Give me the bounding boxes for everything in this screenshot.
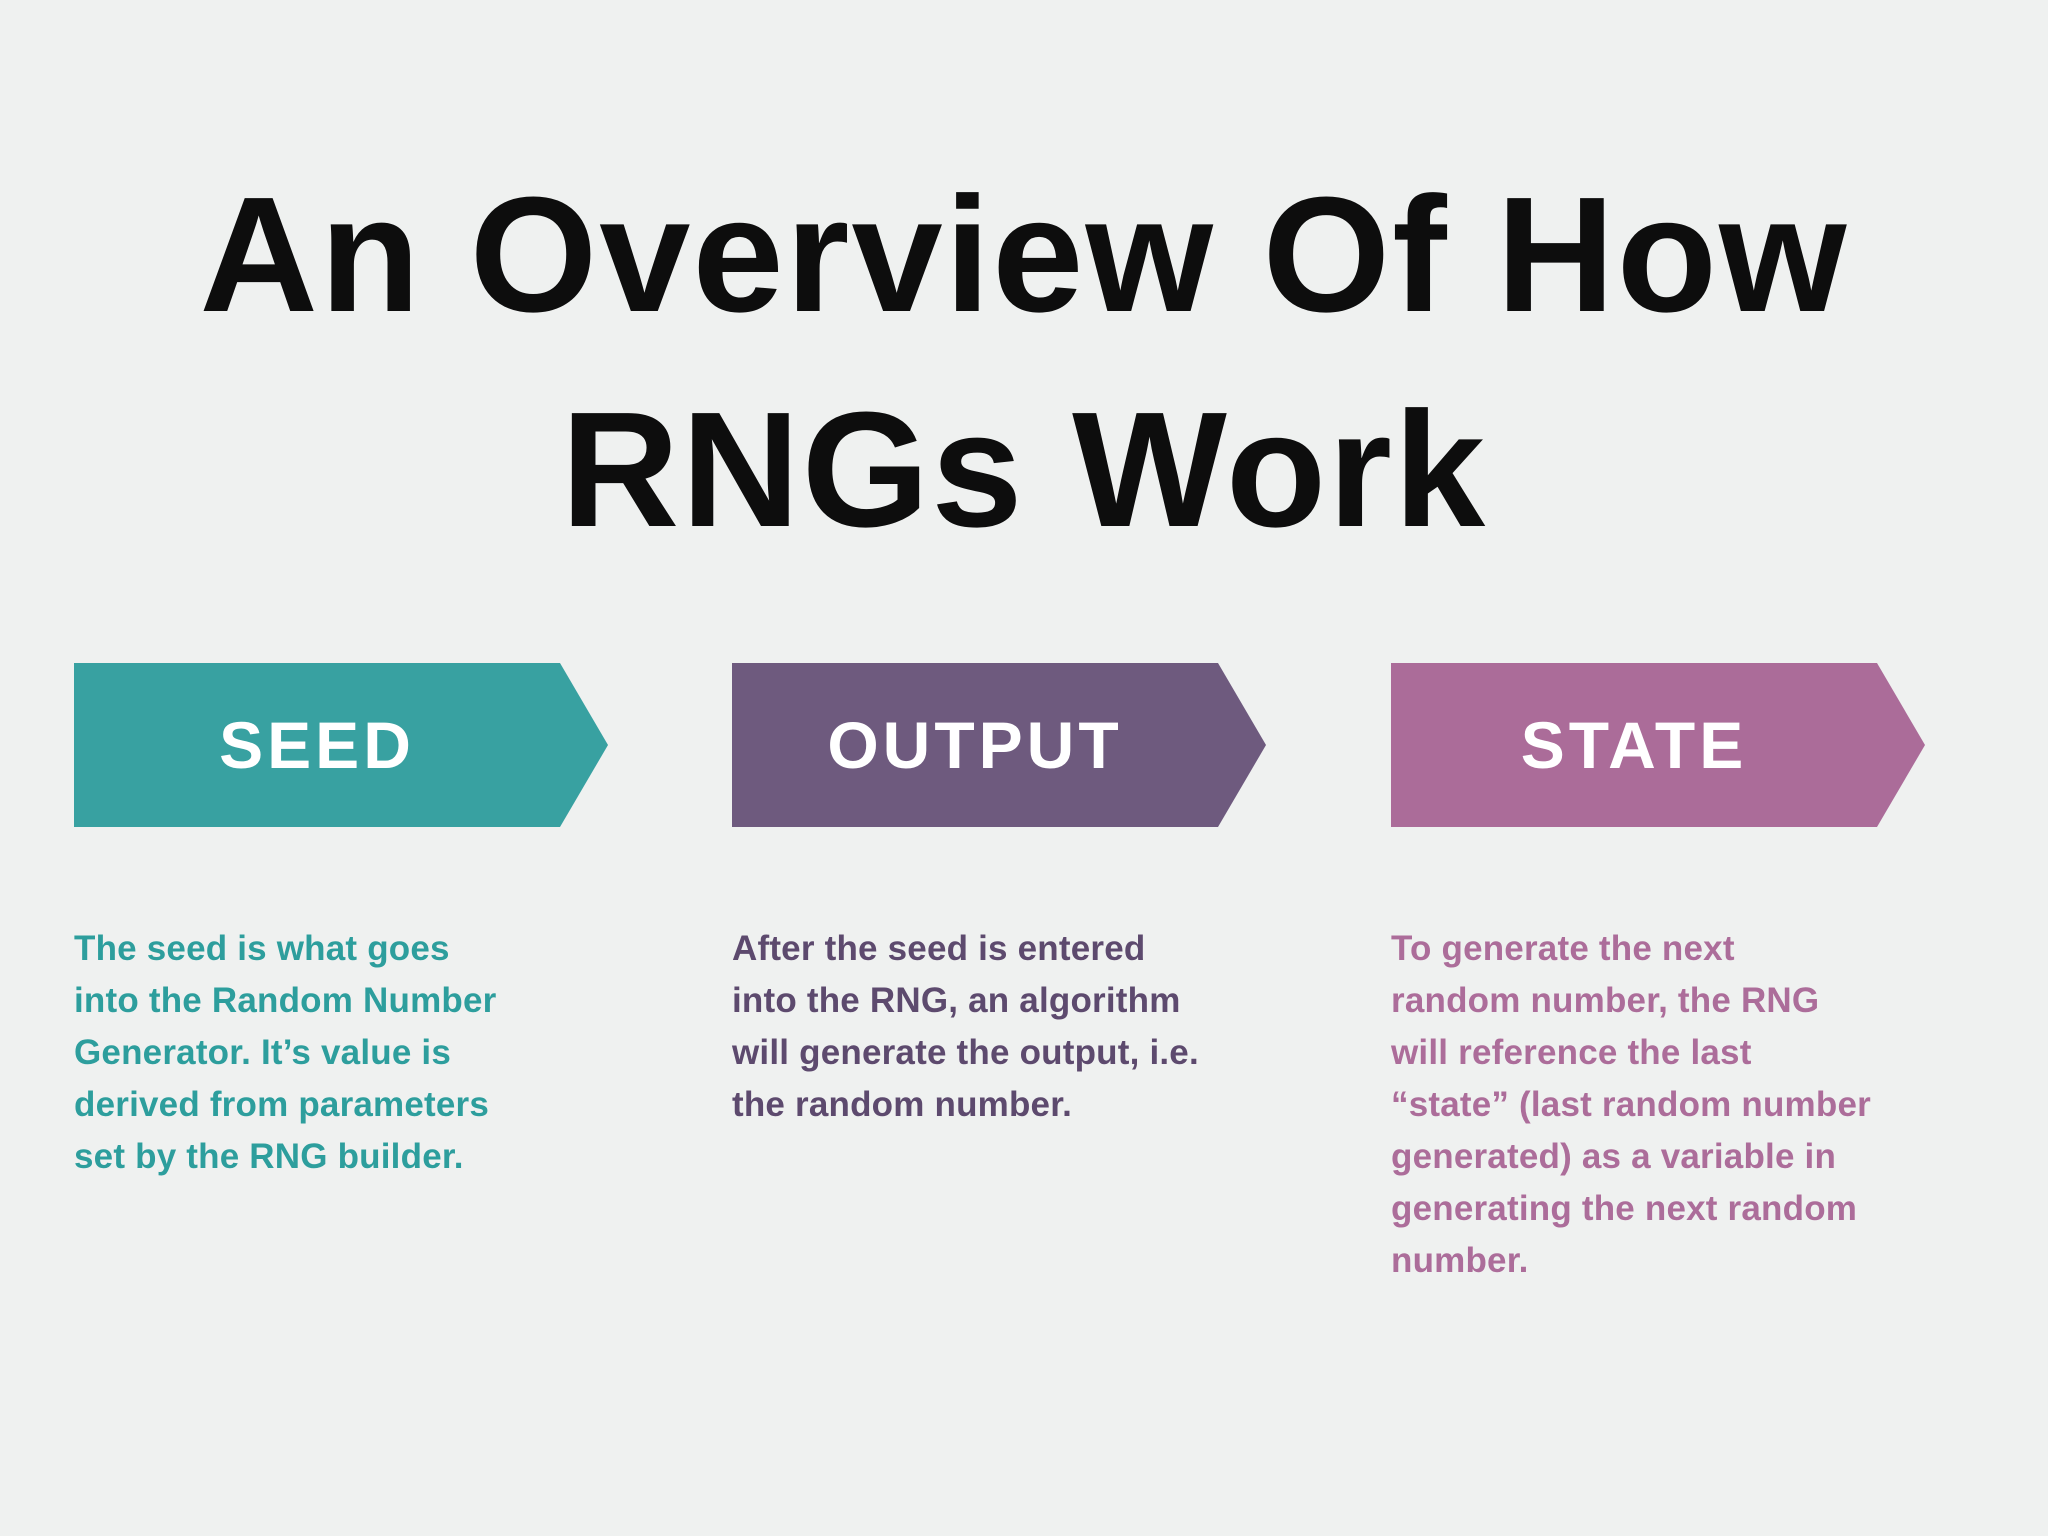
seed-arrow-banner: SEED	[74, 663, 608, 827]
output-description: After the seed is entered into the RNG, …	[732, 929, 1199, 1124]
step-column-seed: SEED The seed is what goes into the Rand…	[74, 663, 608, 1218]
seed-arrow-label: SEED	[219, 708, 415, 782]
state-arrow-banner: STATE	[1391, 663, 1925, 827]
step-column-output: OUTPUT After the seed is entered into th…	[732, 663, 1266, 1166]
page-title: An Overview Of How RNGs Work	[199, 162, 1849, 561]
output-arrow-label: OUTPUT	[827, 708, 1123, 782]
output-arrow-banner: OUTPUT	[732, 663, 1266, 827]
state-description: To generate the next random number, the …	[1391, 929, 1871, 1280]
seed-description: The seed is what goes into the Random Nu…	[74, 929, 497, 1176]
step-column-state: STATE To generate the next random number…	[1391, 663, 1925, 1322]
state-arrow-label: STATE	[1520, 708, 1748, 782]
